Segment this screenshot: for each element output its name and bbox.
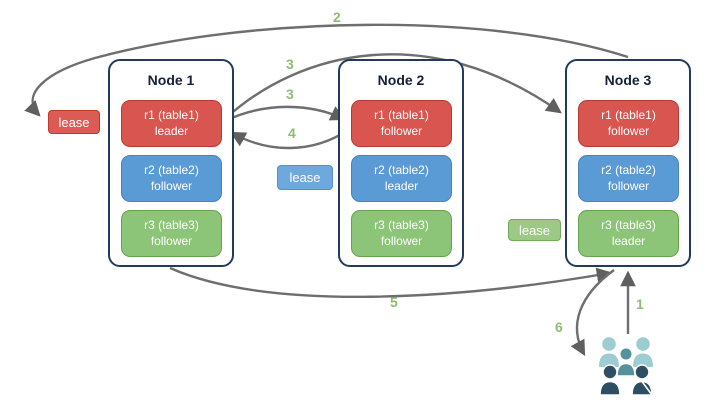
- node-3-title: Node 3: [604, 72, 652, 88]
- step-label-6: 6: [555, 319, 563, 335]
- replica-role-label: leader: [384, 178, 419, 193]
- replica-role-label: leader: [154, 123, 189, 138]
- node2-replica-r1: r1 (table1) follower: [351, 100, 452, 147]
- replica-role-label: follower: [150, 178, 193, 193]
- replica-role-label: follower: [607, 123, 650, 138]
- replica-range-label: r2 (table2): [374, 163, 429, 178]
- node-2: Node 2 r1 (table1) follower r2 (table2) …: [338, 59, 464, 267]
- replica-range-label: r3 (table3): [144, 218, 199, 233]
- arrow-step-3-leader-to-node2-follower: [224, 105, 347, 123]
- replica-range-label: r3 (table3): [374, 218, 429, 233]
- users-group-icon: [599, 337, 654, 396]
- replica-role-label: follower: [150, 233, 193, 248]
- step-label-1: 1: [636, 296, 644, 312]
- node-3: Node 3 r1 (table1) follower r2 (table2) …: [565, 59, 691, 267]
- node1-replica-r3: r3 (table3) follower: [121, 210, 222, 257]
- replica-range-label: r1 (table1): [601, 108, 656, 123]
- replica-role-label: follower: [380, 123, 423, 138]
- replica-range-label: r3 (table3): [601, 218, 656, 233]
- step-label-3b: 3: [286, 86, 294, 102]
- replica-range-label: r1 (table1): [144, 108, 199, 123]
- replica-range-label: r2 (table2): [144, 163, 199, 178]
- step-label-2: 2: [333, 9, 341, 25]
- replica-role-label: leader: [611, 233, 646, 248]
- lease-badge-r2: lease: [277, 165, 333, 190]
- arrow-step-5-node1-to-node3: [169, 266, 613, 299]
- lease-badge-r1: lease: [48, 110, 100, 134]
- node-1: Node 1 r1 (table1) leader r2 (table2) fo…: [108, 59, 234, 267]
- step-label-5: 5: [390, 294, 398, 310]
- node-1-title: Node 1: [147, 72, 195, 88]
- node2-replica-r3: r3 (table3) follower: [351, 210, 452, 257]
- replica-role-label: follower: [380, 233, 423, 248]
- node1-replica-r2: r2 (table2) follower: [121, 155, 222, 202]
- step-label-3a: 3: [286, 56, 294, 72]
- replica-range-label: r2 (table2): [601, 163, 656, 178]
- lease-badge-r3: lease: [508, 219, 561, 241]
- replica-role-label: follower: [607, 178, 650, 193]
- step-label-4: 4: [288, 125, 296, 141]
- node2-replica-r2: r2 (table2) leader: [351, 155, 452, 202]
- node3-replica-r2: r2 (table2) follower: [578, 155, 679, 202]
- node-2-title: Node 2: [377, 72, 425, 88]
- node3-replica-r3: r3 (table3) leader: [578, 210, 679, 257]
- node3-replica-r1: r1 (table1) follower: [578, 100, 679, 147]
- replica-range-label: r1 (table1): [374, 108, 429, 123]
- node1-replica-r1: r1 (table1) leader: [121, 100, 222, 147]
